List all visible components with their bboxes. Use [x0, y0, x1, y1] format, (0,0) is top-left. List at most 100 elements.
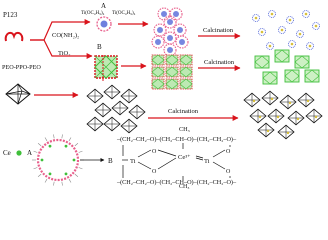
- ring-chain: [78, 150, 83, 153]
- micelle-core: [155, 39, 161, 45]
- green-octa: [262, 71, 278, 85]
- synthesis-scheme: P123 PEO-PPO-PEO CO(NH₂)₂ TiO₂ Ti(OC₄H₉)…: [2, 2, 323, 189]
- octa-cell: [165, 78, 179, 90]
- product-core: [254, 16, 258, 20]
- product-particle: [286, 16, 294, 24]
- octa-cell: [165, 54, 179, 66]
- final-octahedra-product-icon: [243, 90, 323, 140]
- product-core: [314, 24, 318, 28]
- formula-ti-2: Ti: [204, 158, 210, 165]
- micelle-shell: [169, 7, 183, 21]
- final-octa-dot: [296, 117, 300, 121]
- calcination-label-3: Calcination: [168, 108, 199, 115]
- cluster-octa-edges: [129, 105, 145, 119]
- p123-label: P123: [3, 11, 18, 19]
- final-octa-dot: [288, 101, 292, 105]
- cluster-octa-edges: [104, 117, 120, 131]
- product-particle: [302, 10, 310, 18]
- micelle-shell: [151, 35, 165, 49]
- product-core: [308, 44, 312, 48]
- product-core: [290, 42, 294, 46]
- final-octa-edges: [244, 93, 260, 107]
- formula-o-4: O: [226, 169, 231, 175]
- final-octa-dot: [314, 115, 318, 119]
- formula-o-1: O: [152, 149, 157, 155]
- ce-particles-product-icon: [252, 10, 320, 50]
- diagram-canvas: P123 PEO-PPO-PEO CO(NH₂)₂ TiO₂ Ti(OC₄H₉)…: [2, 2, 323, 189]
- ring-chain: [37, 173, 42, 177]
- octahedron-cluster-icon: [151, 54, 193, 90]
- final-octa-dot: [306, 99, 310, 103]
- micelle-a-icon: [96, 16, 112, 32]
- final-octa-dot: [286, 131, 290, 135]
- micelle-shell: [173, 23, 187, 37]
- formula-top-chain: –(CH₂–CH₂–O)–(CH₂–CH–O)–(CH₂–CH₂–O)–: [116, 136, 237, 143]
- ring-ce-dot: [40, 158, 44, 162]
- single-octahedron-icon: [5, 83, 31, 105]
- product-core: [304, 12, 308, 16]
- b-label: B: [97, 43, 102, 51]
- ring-chain: [74, 143, 79, 147]
- cluster-octa-edges: [87, 89, 103, 103]
- octa-cell: [151, 54, 165, 66]
- ring-ce-dot: [48, 172, 52, 176]
- octa-cell-diamond: [165, 78, 179, 90]
- cluster-octa-edges: [87, 117, 103, 131]
- green-octa: [274, 49, 290, 63]
- octa-cell-diamond: [151, 54, 165, 66]
- octa-cell-diamond: [165, 54, 179, 66]
- octa-cell: [179, 78, 193, 90]
- formula-b-label: B: [108, 157, 113, 165]
- product-particle: [266, 42, 274, 50]
- product-particle: [268, 10, 276, 18]
- final-octa-edges: [258, 123, 274, 137]
- ring-chain: [44, 137, 48, 142]
- ring-ce-dot: [64, 144, 68, 148]
- a-label: A: [101, 2, 106, 10]
- arrow-to-b: [30, 39, 93, 59]
- octahedron-b-icon: [94, 55, 118, 79]
- ring-chain: [68, 137, 72, 142]
- ce-label: Ce: [3, 149, 11, 157]
- product-particle: [252, 14, 260, 22]
- final-octa-dot: [258, 115, 262, 119]
- octa-cell: [165, 66, 179, 78]
- micelle-core: [167, 47, 173, 53]
- micelle-core: [167, 35, 173, 41]
- micelle-core: [177, 27, 183, 33]
- ring-ce-dot: [48, 144, 52, 148]
- micelle-core: [157, 27, 163, 33]
- ti-precursor-label: Ti(OC₄H₉)₄: [81, 11, 105, 16]
- ring-chain: [74, 173, 79, 177]
- micelle-core: [167, 19, 173, 25]
- tio2-label: TiO₂: [58, 50, 71, 57]
- green-octahedra-product-icon: [254, 49, 320, 85]
- peo-ppo-peo-label: PEO-PPO-PEO: [2, 64, 41, 71]
- ring-shell: [36, 138, 80, 182]
- micelle-core: [179, 39, 185, 45]
- ring-chain: [61, 134, 63, 139]
- final-octa-dot: [252, 99, 256, 103]
- final-octa-edges: [298, 93, 314, 107]
- formula-o-2: O: [152, 169, 157, 175]
- urea-label: CO(NH₂)₂: [52, 32, 79, 39]
- product-particle: [296, 30, 304, 38]
- final-octa-dot: [270, 97, 274, 101]
- formula-o-3: O: [226, 149, 231, 155]
- final-octa-edges: [306, 109, 322, 123]
- octa-cell: [179, 54, 193, 66]
- product-particle: [312, 22, 320, 30]
- product-particle: [278, 26, 286, 34]
- final-octa-edges: [278, 125, 294, 139]
- cluster-octa-edges: [121, 119, 137, 133]
- ring-chain: [37, 143, 42, 147]
- product-core: [270, 12, 274, 16]
- octa-cell-diamond: [151, 78, 165, 90]
- green-octa-diamond: [262, 71, 278, 85]
- green-octa: [284, 69, 300, 83]
- micelle-core: [161, 11, 167, 17]
- ring-chain: [68, 178, 72, 183]
- ring-chain: [78, 167, 83, 170]
- final-octa-edges: [268, 109, 284, 123]
- final-octa-edges: [250, 109, 266, 123]
